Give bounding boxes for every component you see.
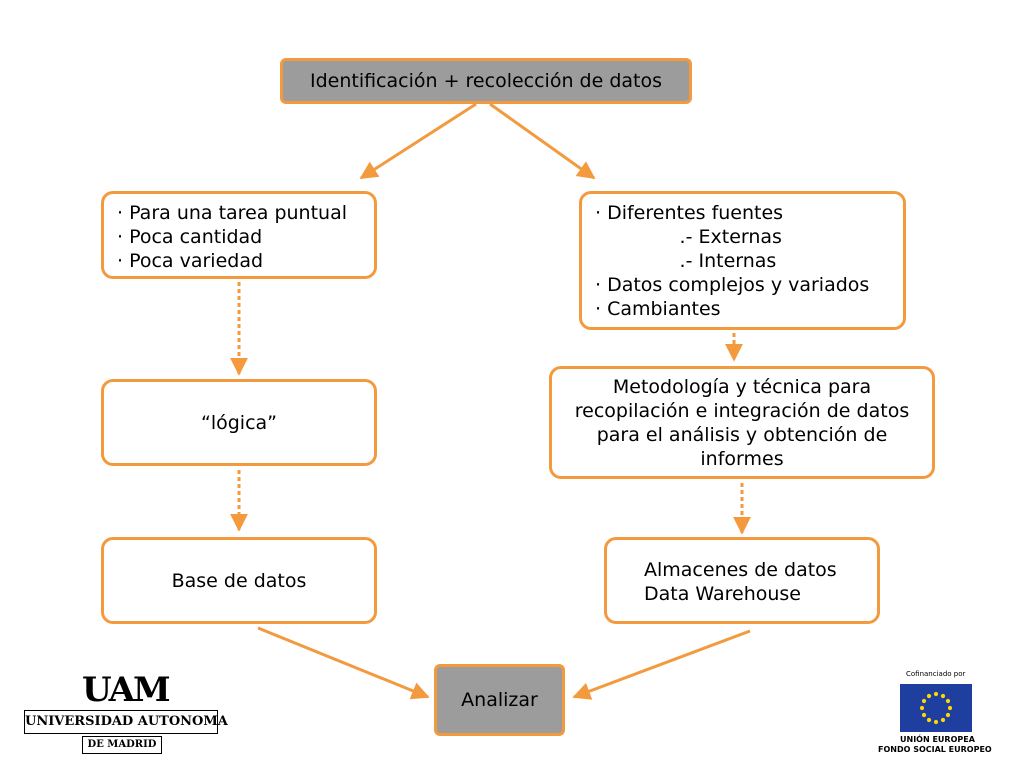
right-mid-line: informes — [700, 447, 784, 470]
right-mid-line: para el análisis y obtención de — [596, 423, 888, 446]
left-mid-text: “lógica” — [200, 411, 278, 434]
final-box: Analizar — [434, 664, 565, 736]
right-top-box: · Diferentes fuentes .- Externas .- Inte… — [579, 191, 906, 330]
right-mid-line: recopilación e integración de datos — [574, 399, 910, 422]
left-top-line: · Poca cantidad — [117, 226, 263, 248]
arrow-right-to-final — [572, 629, 751, 700]
right-bottom-line: Almacenes de datos — [644, 559, 837, 581]
right-mid-line: Metodología y técnica para — [612, 375, 872, 398]
right-top-line: · Cambiantes — [595, 298, 721, 320]
left-top-box: · Para una tarea puntual · Poca cantidad… — [101, 191, 377, 279]
right-mid-box: Metodología y técnica para recopilación … — [549, 366, 935, 479]
arrow-left-to-final — [257, 626, 430, 700]
right-bottom-line: Data Warehouse — [644, 583, 802, 605]
eu-caption: Cofinanciado por — [906, 670, 966, 678]
right-top-line: · Datos complejos y variados — [595, 274, 870, 296]
left-bottom-box: Base de datos — [101, 537, 377, 624]
left-mid-box: “lógica” — [101, 379, 377, 466]
left-top-line: · Poca variedad — [117, 250, 264, 272]
arrow-top-to-right — [489, 102, 596, 180]
eu-line2: FONDO SOCIAL EUROPEO — [878, 745, 992, 754]
uam-line1: UNIVERSIDAD AUTONOMA — [24, 710, 228, 734]
eu-line1: UNIÓN EUROPEA — [900, 735, 975, 744]
right-top-line: .- Internas — [595, 250, 777, 272]
arrow-top-to-left — [359, 102, 477, 180]
right-top-line: .- Externas — [595, 226, 782, 248]
eu-flag-icon — [900, 684, 972, 732]
top-box-text: Identificación + recolección de datos — [309, 70, 663, 92]
right-top-line: · Diferentes fuentes — [595, 202, 784, 224]
left-bottom-text: Base de datos — [171, 569, 307, 592]
uam-line2: DE MADRID — [82, 736, 162, 754]
final-box-text: Analizar — [461, 689, 538, 711]
left-top-line: · Para una tarea puntual — [117, 202, 348, 224]
uam-logo: UAM UNIVERSIDAD AUTONOMA DE MADRID — [24, 670, 228, 758]
top-box: Identificación + recolección de datos — [280, 58, 692, 104]
eu-logo: Cofinanciado por UNIÓN EUROPEA FONDO SOC… — [876, 670, 1000, 760]
right-bottom-box: Almacenes de datos Data Warehouse — [604, 537, 880, 624]
uam-mark: UAM — [82, 670, 171, 710]
